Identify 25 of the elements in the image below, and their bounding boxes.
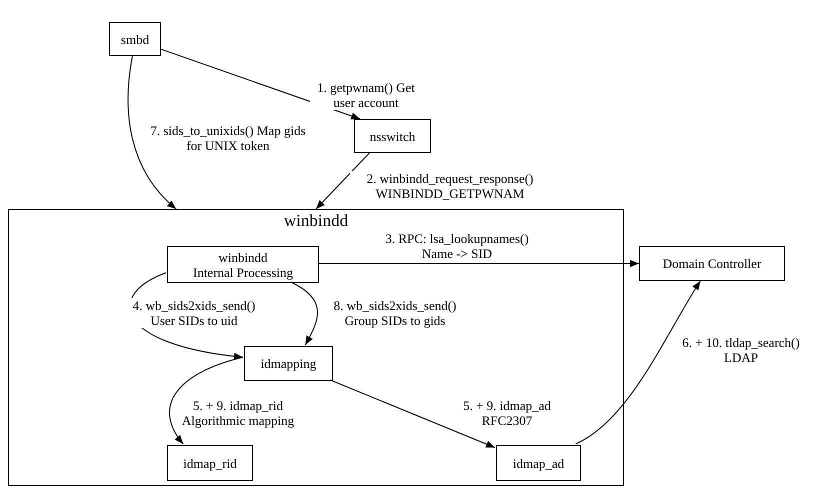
cluster-title: winbindd [284,210,348,232]
edge-label: 7. sids_to_unixids() Map gids for UNIX token [148,123,308,153]
arrow [169,356,244,444]
node-label: smbd [120,32,150,46]
process-box [496,445,581,481]
arrow [128,56,177,210]
process-box [109,22,161,56]
process-box [639,246,785,281]
arrow [160,48,361,120]
process-box [167,246,319,283]
arrow [330,380,496,448]
node-label: idmapping [260,356,316,371]
arrow [290,282,318,346]
process-box [167,445,253,481]
arrow [318,260,640,268]
node-label: winbindd [218,250,268,264]
node-label: nsswitch [370,128,416,144]
arrow [575,280,701,444]
node-label: Internal Processing [192,264,293,280]
node-label: idmap_ad [512,456,564,470]
process-box [354,119,431,153]
process-box [244,346,333,381]
node-label: idmap_rid [183,456,237,470]
node-label: Domain Controller [662,256,762,271]
arrow [316,152,370,210]
